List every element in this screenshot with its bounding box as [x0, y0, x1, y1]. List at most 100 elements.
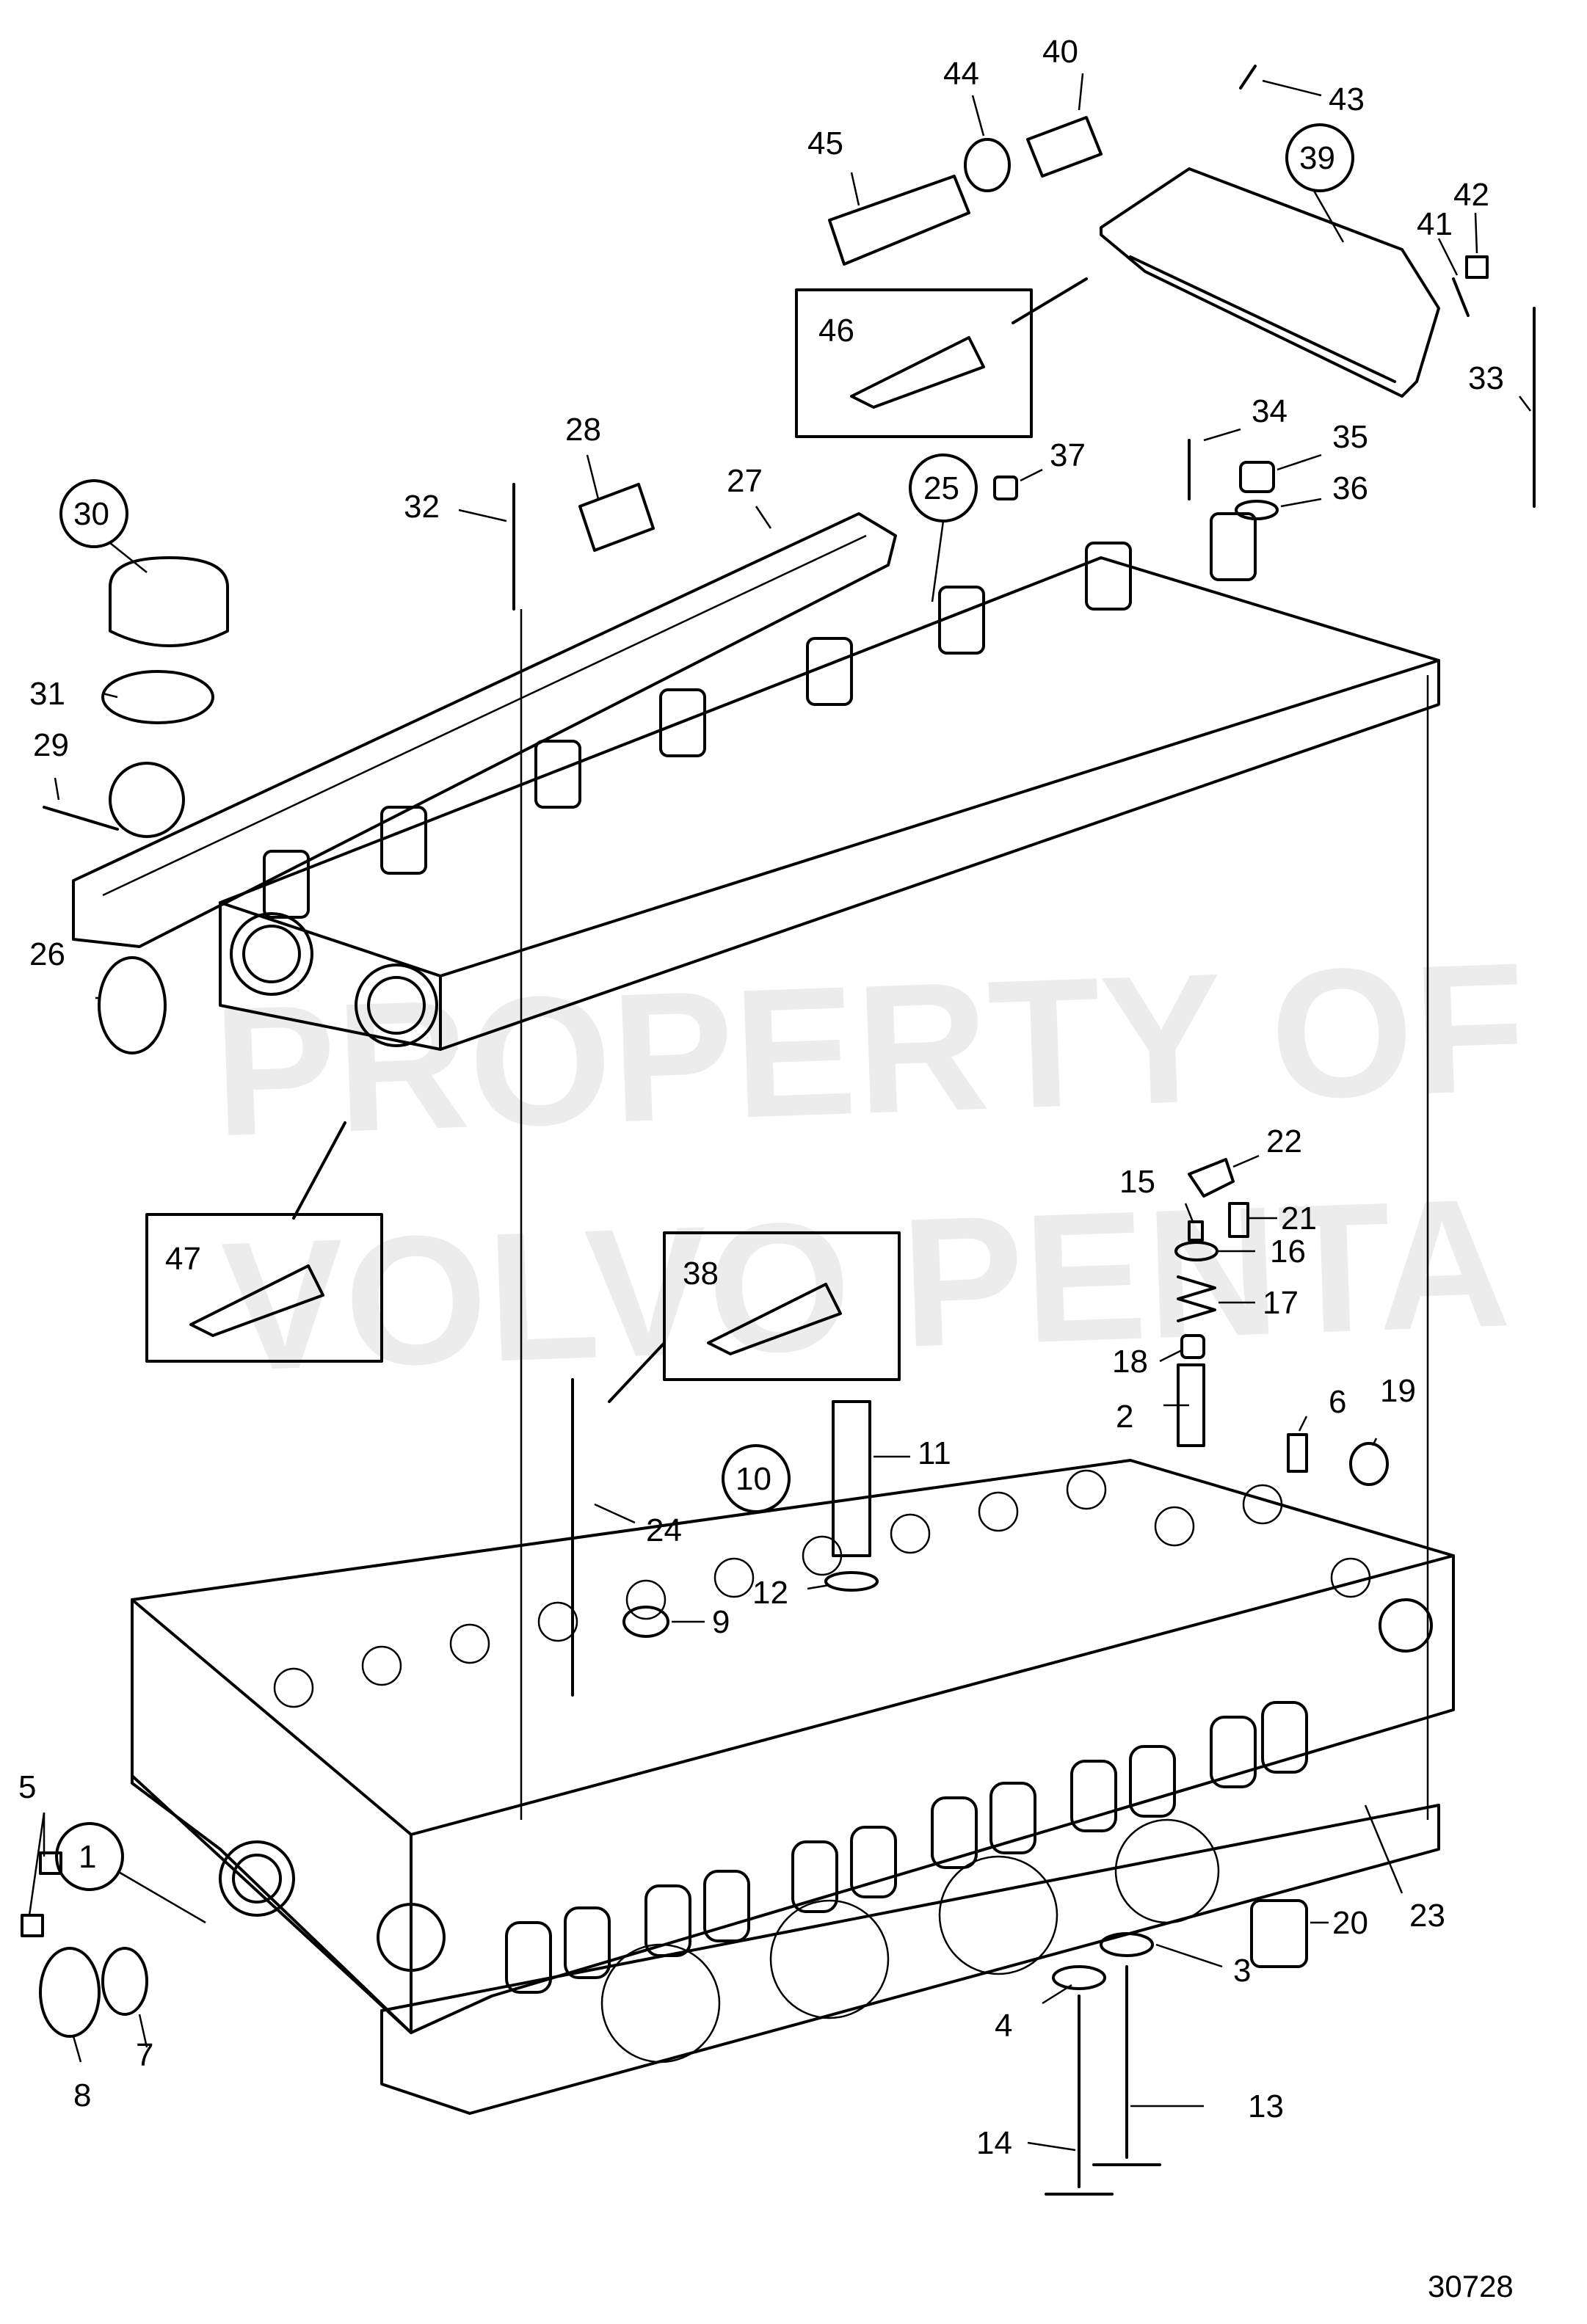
callout-18[interactable]: 18	[1112, 1344, 1148, 1380]
plug-5-upper	[39, 1851, 62, 1875]
callout-26[interactable]: 26	[29, 936, 65, 972]
callout-37[interactable]: 37	[1050, 437, 1086, 473]
callout-44[interactable]: 44	[943, 56, 979, 92]
callout-45[interactable]: 45	[807, 125, 843, 161]
valve-spring-17	[1177, 1275, 1216, 1322]
cylinder-head-side-windows	[505, 1701, 1308, 1994]
callout-42[interactable]: 42	[1453, 177, 1489, 213]
plug-20	[1250, 1899, 1308, 1968]
callout-4[interactable]: 4	[995, 2008, 1012, 2044]
rocker-carrier-towers	[263, 512, 1257, 919]
oil-filler-cap	[109, 556, 229, 647]
seal-4	[1052, 1965, 1106, 1990]
callout-10[interactable]: 10	[736, 1461, 771, 1497]
callout-15[interactable]: 15	[1119, 1164, 1155, 1200]
callout-39[interactable]: 39	[1299, 140, 1335, 176]
adjuster-21	[1228, 1202, 1249, 1238]
callout-36[interactable]: 36	[1332, 470, 1368, 506]
plug-19	[1349, 1442, 1389, 1486]
callout-6[interactable]: 6	[1329, 1384, 1346, 1420]
callout-9[interactable]: 9	[712, 1604, 730, 1640]
cylinder-head-drawing	[131, 1459, 1455, 2034]
plain-callouts: 2 3 4 5 6 7 8 9 11 12 13 14 15 16 17 18	[18, 34, 1531, 2161]
callout-25[interactable]: 25	[923, 470, 959, 506]
callout-13[interactable]: 13	[1248, 2088, 1284, 2124]
valve-keepers-15	[1188, 1220, 1204, 1242]
callout-7[interactable]: 7	[136, 2037, 153, 2073]
callout-34[interactable]: 34	[1252, 393, 1288, 429]
callout-27[interactable]: 27	[727, 463, 763, 499]
hose-45	[828, 175, 970, 266]
callout-5[interactable]: 5	[18, 1769, 36, 1805]
nut-42	[1465, 255, 1489, 279]
cylinder-head-ports	[273, 1469, 1371, 1708]
callout-11[interactable]: 11	[918, 1435, 951, 1471]
injector-sleeve-11	[832, 1400, 871, 1557]
stud-41	[1452, 277, 1470, 317]
bolt-43	[1239, 65, 1257, 90]
callout-10-group: 10	[722, 1444, 791, 1513]
callout-23[interactable]: 23	[1409, 1898, 1445, 1934]
callout-2[interactable]: 2	[1116, 1399, 1133, 1435]
callout-3[interactable]: 3	[1233, 1953, 1251, 1989]
callout-16[interactable]: 16	[1270, 1234, 1306, 1270]
callout-39-group: 39	[1285, 123, 1354, 243]
fitting-28	[578, 483, 655, 552]
rocker-arm-22	[1188, 1158, 1235, 1198]
callout-20[interactable]: 20	[1332, 1905, 1368, 1941]
head-gasket-drawing	[380, 1804, 1440, 2115]
circled-callouts: 1 10 25 30 39	[55, 123, 1354, 1924]
washer-36	[1235, 500, 1279, 520]
seal-ring-26	[98, 956, 167, 1054]
callout-19[interactable]: 19	[1380, 1373, 1416, 1409]
callout-41[interactable]: 41	[1417, 206, 1453, 242]
callout-47[interactable]: 47	[165, 1241, 201, 1277]
seal-3	[1100, 1932, 1154, 1957]
seal-9	[622, 1606, 669, 1638]
spring-retainer-16	[1174, 1241, 1219, 1261]
callout-32[interactable]: 32	[404, 489, 440, 525]
callout-21[interactable]: 21	[1281, 1201, 1317, 1236]
callout-43[interactable]: 43	[1329, 81, 1365, 117]
bolt-29	[43, 806, 119, 831]
sealant-box-46: 46	[795, 277, 1088, 438]
small-parts	[21, 65, 1536, 2196]
callout-12[interactable]: 12	[752, 1575, 788, 1611]
sealant-box-47: 47	[145, 1121, 383, 1363]
rocker-carrier-drawing	[219, 512, 1440, 1051]
valve-stem-seal-18	[1180, 1334, 1205, 1359]
valve-cover-drawing	[1100, 167, 1440, 398]
callout-1-group: 1	[55, 1822, 206, 1924]
clamp-44	[964, 138, 1011, 192]
callout-46[interactable]: 46	[818, 313, 854, 349]
callout-35[interactable]: 35	[1332, 419, 1368, 455]
drawing-number: 30728	[1428, 2269, 1514, 2303]
callout-33[interactable]: 33	[1468, 360, 1504, 396]
callout-14[interactable]: 14	[976, 2125, 1012, 2161]
seal-8	[39, 1947, 101, 2038]
callout-40[interactable]: 40	[1042, 34, 1078, 70]
grommet-35	[1239, 461, 1275, 493]
seal-7	[101, 1947, 148, 2016]
callout-24[interactable]: 24	[646, 1512, 682, 1548]
valve-14	[1045, 1995, 1114, 2196]
callout-29[interactable]: 29	[33, 727, 69, 763]
o-ring-12	[824, 1571, 879, 1592]
callout-22[interactable]: 22	[1266, 1123, 1302, 1159]
callout-31[interactable]: 31	[29, 676, 65, 712]
callout-25-group: 25	[909, 453, 978, 602]
callout-30[interactable]: 30	[73, 496, 109, 532]
elbow-40	[1026, 116, 1103, 178]
watermark-line-2: VOLVO PENTA	[219, 1159, 1513, 1409]
callout-38[interactable]: 38	[683, 1256, 719, 1292]
callout-1[interactable]: 1	[79, 1839, 96, 1875]
callout-17[interactable]: 17	[1263, 1285, 1299, 1321]
watermark: PROPERTY OF VOLVO PENTA	[211, 924, 1529, 1409]
valve-13	[1092, 1965, 1161, 2166]
plug-5-lower	[21, 1914, 44, 1937]
o-ring-31	[101, 670, 214, 724]
callout-8[interactable]: 8	[73, 2077, 91, 2113]
callout-28[interactable]: 28	[565, 412, 601, 448]
plug-37	[993, 476, 1018, 500]
